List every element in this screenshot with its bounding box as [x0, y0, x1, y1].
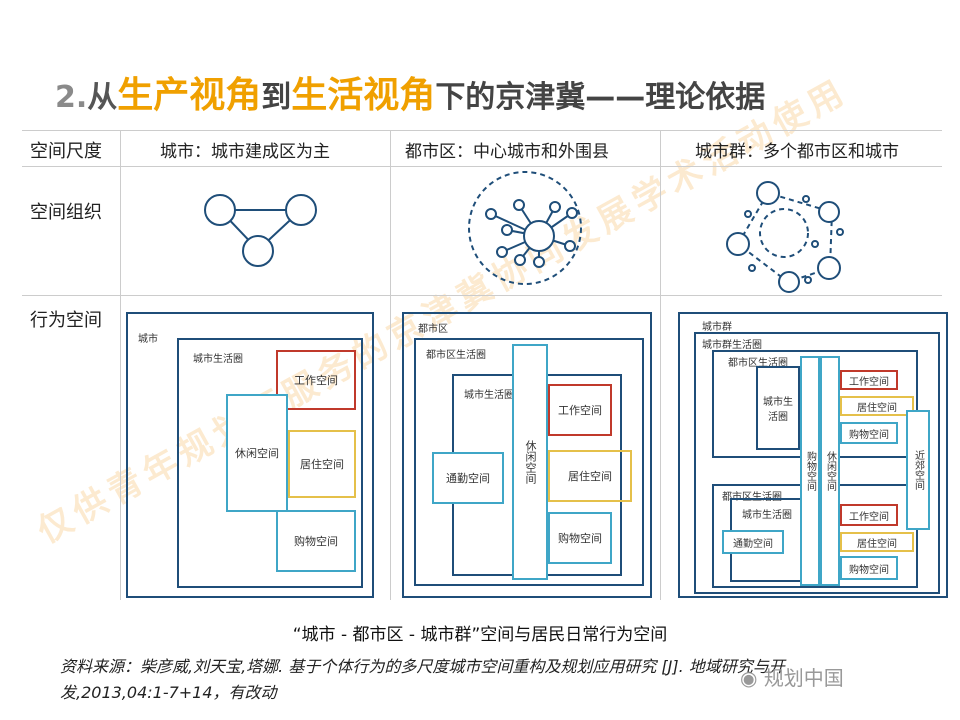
metro-leisure-label: 休闲空间 — [524, 440, 537, 484]
row-label-scale: 空间尺度 — [30, 141, 102, 162]
logo-text: 规划中国 — [763, 666, 844, 690]
grid-line — [660, 130, 661, 600]
title-part-5: 下的京津冀——理论依据 — [435, 80, 766, 115]
city-label: 城市 — [138, 334, 158, 345]
grid-line — [390, 130, 391, 600]
city-life-circle: 城市生活圈 — [177, 338, 363, 588]
work-space: 工作空间 — [276, 350, 356, 410]
city-b-label: 城市生活圈 — [742, 510, 792, 521]
node-circle — [285, 194, 317, 226]
grid-line — [22, 166, 942, 167]
commute-b: 通勤空间 — [722, 530, 784, 554]
metro-shop-space: 购物空间 — [548, 512, 612, 564]
region-core — [759, 208, 809, 258]
work-space-label: 工作空间 — [294, 374, 338, 387]
metro-living-label: 居住空间 — [568, 470, 612, 483]
grid-line — [22, 295, 942, 296]
metro-shop-label: 购物空间 — [558, 532, 602, 545]
metro-label: 都市区 — [418, 324, 448, 335]
node-circle — [204, 194, 236, 226]
metro-life-circle-label: 都市区生活圈 — [426, 350, 486, 361]
region-life-circle-label: 城市群生活圈 — [702, 340, 762, 351]
row-label-organization: 空间组织 — [30, 202, 102, 223]
metro-panel: 都市区 — [402, 312, 652, 598]
region-leisure-label: 休闲空间 — [824, 451, 836, 491]
scale-metro: 都市区：中心城市和外围县 — [405, 142, 609, 162]
grid-line — [120, 130, 121, 600]
metro-life-circle: 都市区生活圈 — [414, 338, 644, 586]
center-city-circle — [523, 220, 555, 252]
leisure-space-label: 休闲空间 — [235, 447, 279, 460]
region-shop-column: 购物空间 — [800, 356, 820, 586]
region-life-circle: 城市群生活圈 — [694, 332, 940, 594]
source-note: 资料来源：柴彦威,刘天宝,塔娜. 基于个体行为的多尺度城市空间重构及规划应用研究… — [60, 657, 785, 702]
page-title: 2. 从 生产视角 到 生活视角 下的京津冀——理论依据 — [55, 66, 765, 116]
living-b-label: 居住空间 — [857, 538, 897, 550]
commute-space: 通勤空间 — [432, 452, 504, 504]
shop-a: 购物空间 — [840, 422, 898, 444]
city-a-label: 城市生活圈 — [763, 397, 793, 423]
work-b-label: 工作空间 — [849, 511, 889, 523]
city-a-life-circle: 城市生活圈 — [756, 366, 800, 450]
commute-label: 通勤空间 — [446, 472, 490, 485]
shop-space-label: 购物空间 — [294, 535, 338, 548]
title-part-3: 到 — [261, 80, 292, 115]
scale-city: 城市：城市建成区为主 — [160, 142, 330, 162]
metro-a-label: 都市区生活圈 — [728, 358, 788, 369]
metro-boundary — [468, 171, 582, 285]
daytrip-space: 近郊空间 — [906, 410, 930, 530]
metro-work-label: 工作空间 — [558, 404, 602, 417]
title-part-4: 生活视角 — [291, 75, 436, 116]
figure-caption: “城市 - 都市区 - 城市群”空间与居民日常行为空间 — [292, 625, 668, 645]
metro-leisure-space: 休闲空间 — [512, 344, 548, 580]
title-part-2: 生产视角 — [117, 75, 262, 116]
daytrip-label: 近郊空间 — [912, 450, 924, 490]
scale-region: 城市群：多个都市区和城市 — [695, 142, 899, 162]
logo-watermark: ◉ 规划中国 — [740, 662, 844, 691]
leisure-space: 休闲空间 — [226, 394, 288, 512]
metro-living-space: 居住空间 — [548, 450, 632, 502]
metro-b-label: 都市区生活圈 — [722, 492, 782, 503]
city-panel: 城市 — [126, 312, 374, 598]
work-a: 工作空间 — [840, 370, 898, 390]
region-shop-label: 购物空间 — [804, 451, 816, 491]
wechat-icon: ◉ — [740, 666, 764, 690]
metro-city-life-label: 城市生活圈 — [464, 390, 514, 401]
work-a-label: 工作空间 — [849, 376, 889, 388]
shop-b-label: 购物空间 — [849, 564, 889, 576]
shop-a-label: 购物空间 — [849, 429, 889, 441]
title-part-1: 从 — [87, 80, 118, 115]
node-circle — [242, 235, 274, 267]
region-leisure-column: 休闲空间 — [820, 356, 840, 586]
city-life-circle-label: 城市生活圈 — [193, 354, 243, 365]
living-a: 居住空间 — [840, 396, 914, 416]
living-a-label: 居住空间 — [857, 402, 897, 414]
living-space: 居住空间 — [288, 430, 356, 498]
grid-line — [22, 130, 942, 131]
living-space-label: 居住空间 — [300, 458, 344, 471]
shop-b: 购物空间 — [840, 556, 898, 580]
region-label: 城市群 — [702, 322, 732, 333]
metro-work-space: 工作空间 — [548, 384, 612, 436]
title-number: 2. — [55, 80, 88, 115]
shop-space: 购物空间 — [276, 510, 356, 572]
region-panel: 城市群 — [678, 312, 948, 598]
living-b: 居住空间 — [840, 532, 914, 552]
row-label-behavior: 行为空间 — [30, 310, 102, 331]
work-b: 工作空间 — [840, 504, 898, 526]
commute-b-label: 通勤空间 — [733, 538, 773, 550]
